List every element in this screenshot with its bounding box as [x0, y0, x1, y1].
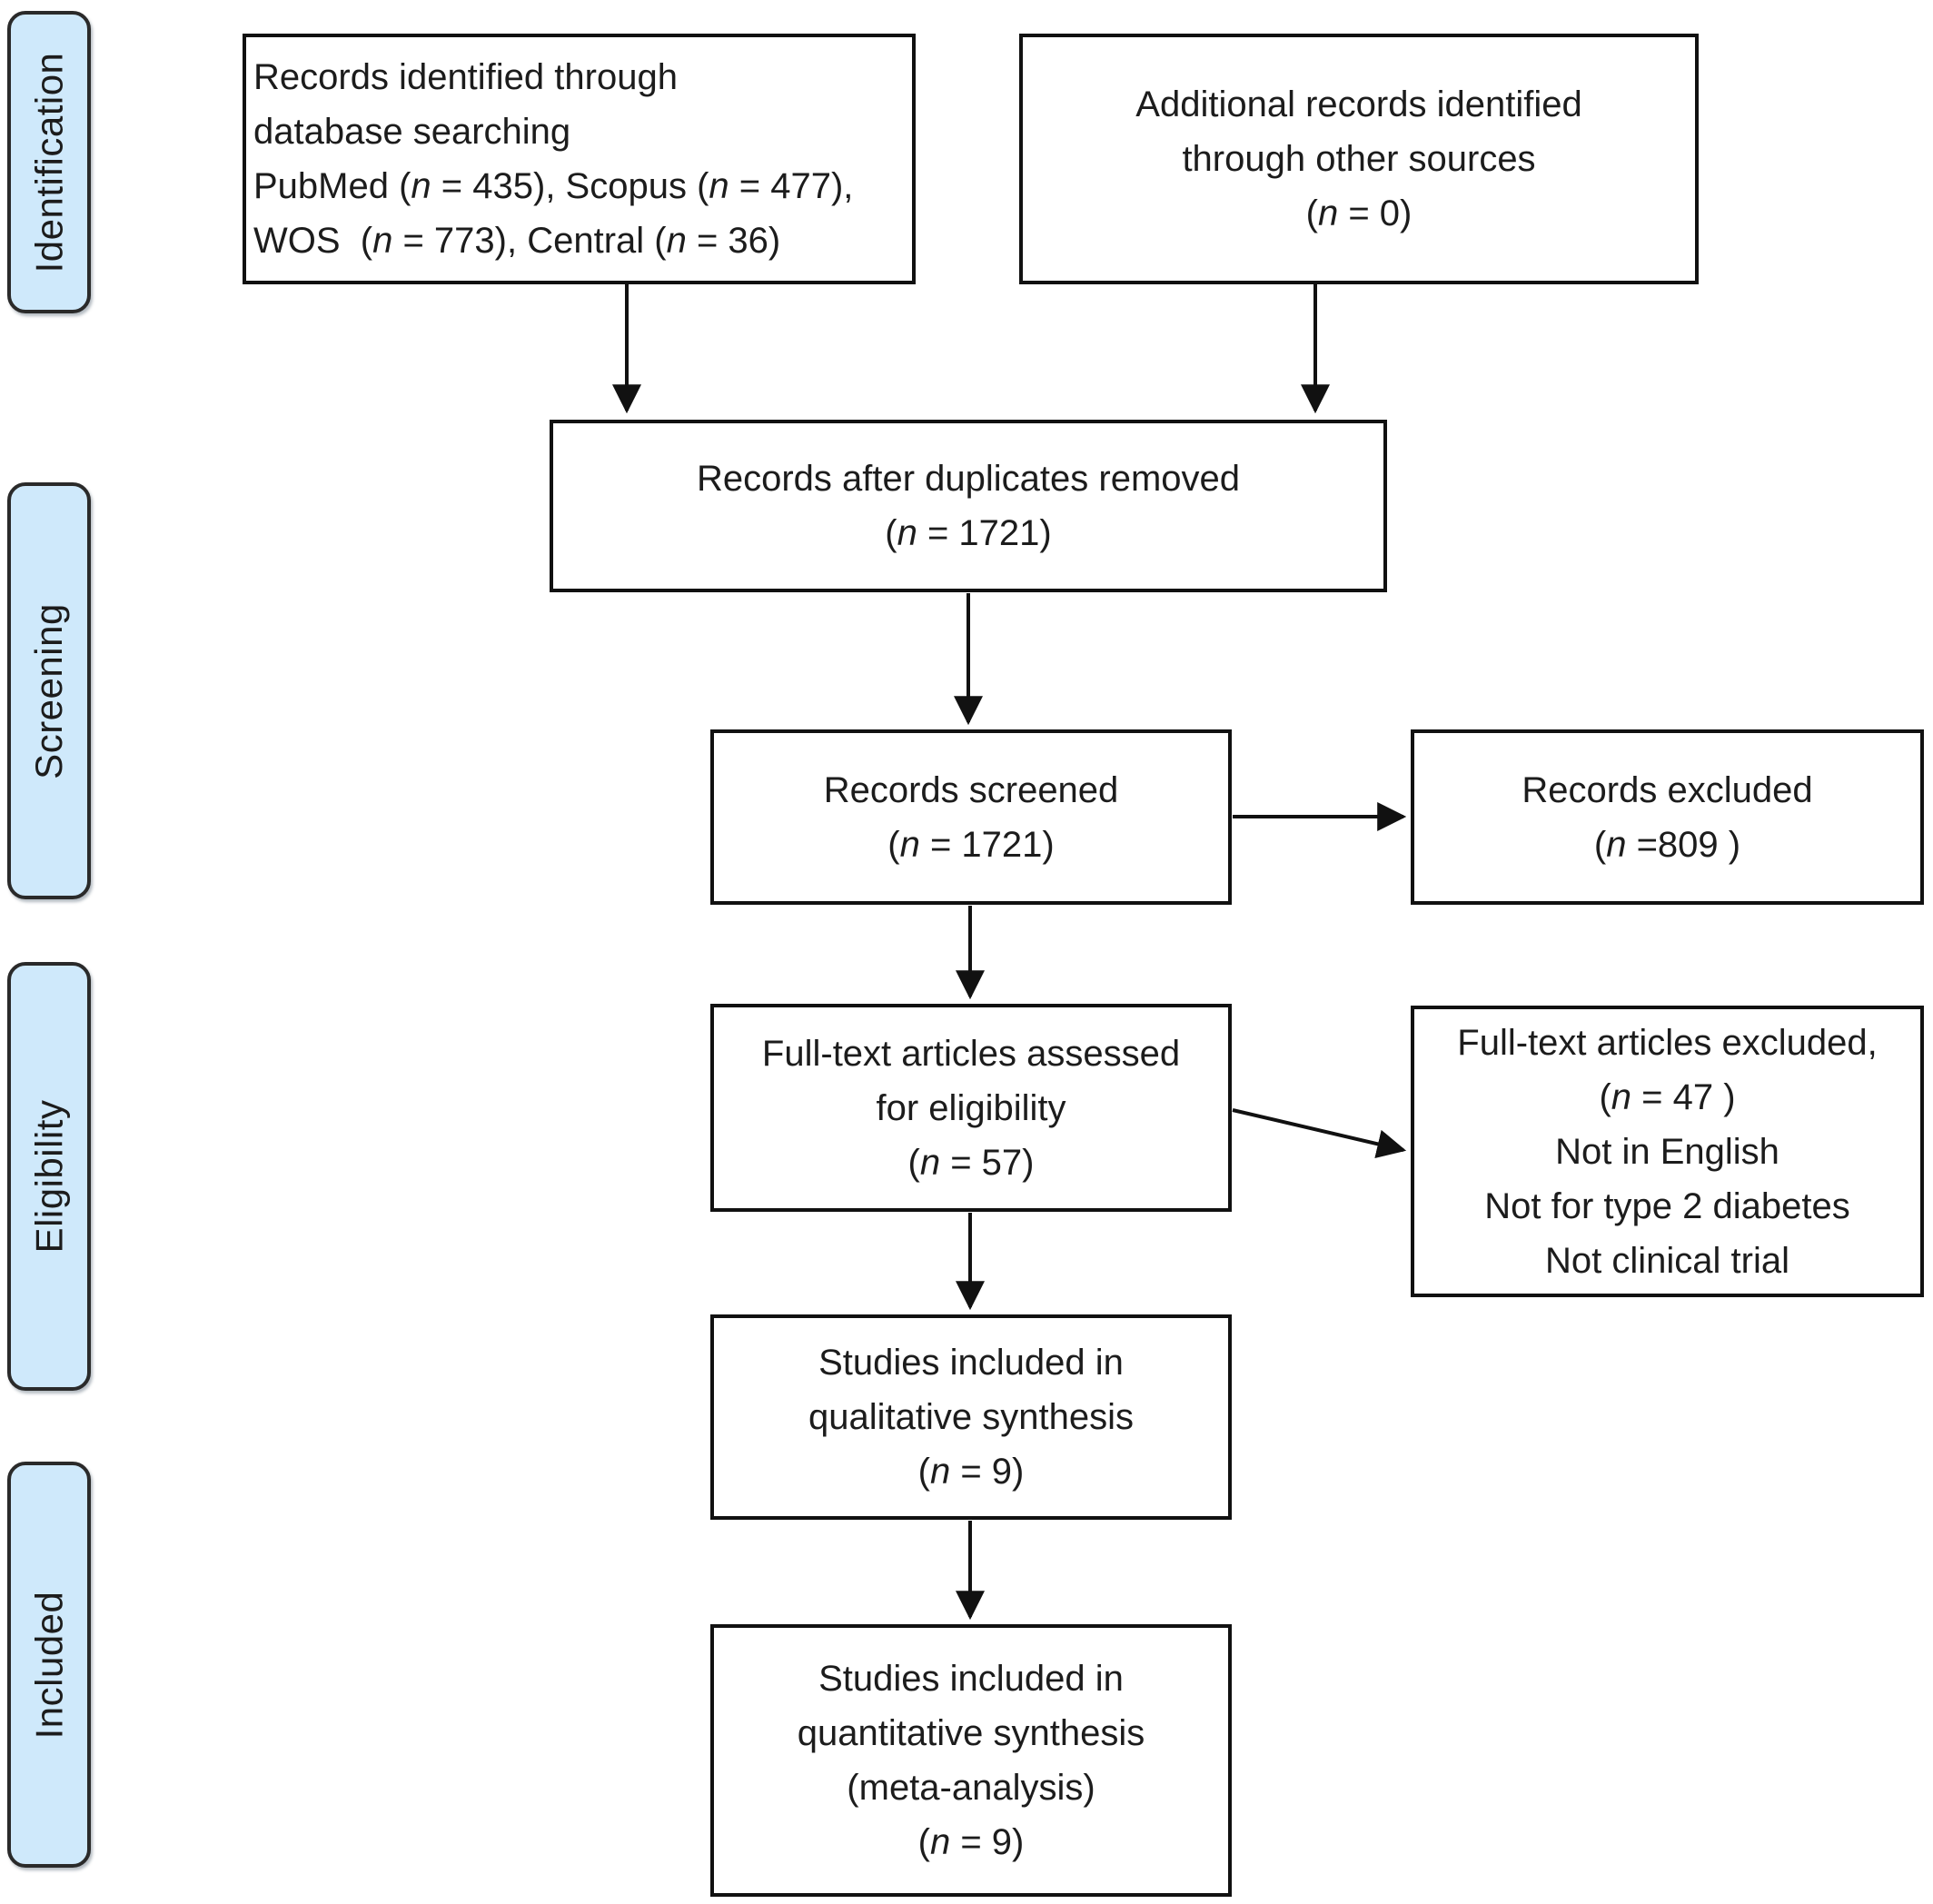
box-text-line: (n = 47 ) — [1599, 1076, 1736, 1117]
box-text-line: Studies included in — [818, 1659, 1124, 1699]
box-text-line: (n = 57) — [907, 1142, 1035, 1183]
stage-identification: Identification — [7, 11, 91, 313]
box-text-line: Additional records identified — [1135, 84, 1582, 124]
box-text-line: Studies included in — [818, 1343, 1124, 1383]
stage-included: Included — [7, 1462, 91, 1868]
box-additional-records: Additional records identified through oth… — [1019, 34, 1699, 284]
box-text-line: (n = 9) — [917, 1452, 1025, 1492]
box-qualitative-synthesis: Studies included in qualitative synthesis… — [710, 1314, 1232, 1520]
box-text-line: Records screened — [823, 769, 1119, 810]
stage-eligibility-label: Eligibility — [27, 1099, 71, 1254]
stage-included-label: Included — [27, 1591, 71, 1739]
box-text-line: Records identified through — [253, 57, 678, 97]
box-text-line: (n =809 ) — [1593, 824, 1741, 865]
box-text-line: Full-text articles excluded, — [1457, 1022, 1878, 1063]
box-text-line: Not for type 2 diabetes — [1484, 1185, 1850, 1226]
box-text-line: (n = 9) — [917, 1822, 1025, 1862]
box-text-line: Records after duplicates removed — [696, 459, 1241, 499]
box-text-line: qualitative synthesis — [808, 1397, 1134, 1437]
box-text-line: (meta-analysis) — [847, 1768, 1095, 1808]
box-text-line: Records excluded — [1522, 769, 1813, 810]
stage-screening: Screening — [7, 482, 91, 899]
box-text-line: (n = 1721) — [885, 513, 1052, 553]
box-text-line: (n = 0) — [1305, 193, 1413, 233]
box-fulltext-excluded: Full-text articles excluded, (n = 47 ) Not… — [1411, 1006, 1924, 1297]
box-text-line: database searching — [253, 112, 571, 152]
box-text-line: (n = 1721) — [887, 824, 1055, 865]
stage-identification-label: Identification — [27, 52, 71, 273]
box-text-line: Full-text articles assessed — [761, 1033, 1181, 1074]
box-records-excluded: Records excluded (n =809 ) — [1411, 729, 1924, 905]
arrow-fulltext-to-excluded — [1232, 1108, 1407, 1159]
box-records-screened: Records screened (n = 1721) — [710, 729, 1232, 905]
box-text-line: quantitative synthesis — [797, 1713, 1145, 1753]
box-text-line: PubMed (n = 435), Scopus (n = 477), — [253, 166, 854, 206]
box-fulltext-assessed: Full-text articles assessed for eligibili… — [710, 1004, 1232, 1212]
box-text-line: for eligibility — [876, 1087, 1066, 1128]
box-duplicates-removed: Records after duplicates removed (n = 172… — [550, 420, 1387, 592]
box-quantitative-synthesis: Studies included in quantitative synthesi… — [710, 1624, 1232, 1897]
box-text-line: through other sources — [1182, 139, 1536, 179]
stage-screening-label: Screening — [27, 602, 70, 779]
box-text-line: Not clinical trial — [1545, 1240, 1789, 1281]
stage-eligibility: Eligibility — [7, 962, 91, 1391]
box-records-identified: Records identified through database searc… — [243, 34, 916, 284]
box-text-line: Not in English — [1555, 1131, 1779, 1172]
box-text-line: WOS (n = 773), Central (n = 36) — [253, 221, 781, 261]
